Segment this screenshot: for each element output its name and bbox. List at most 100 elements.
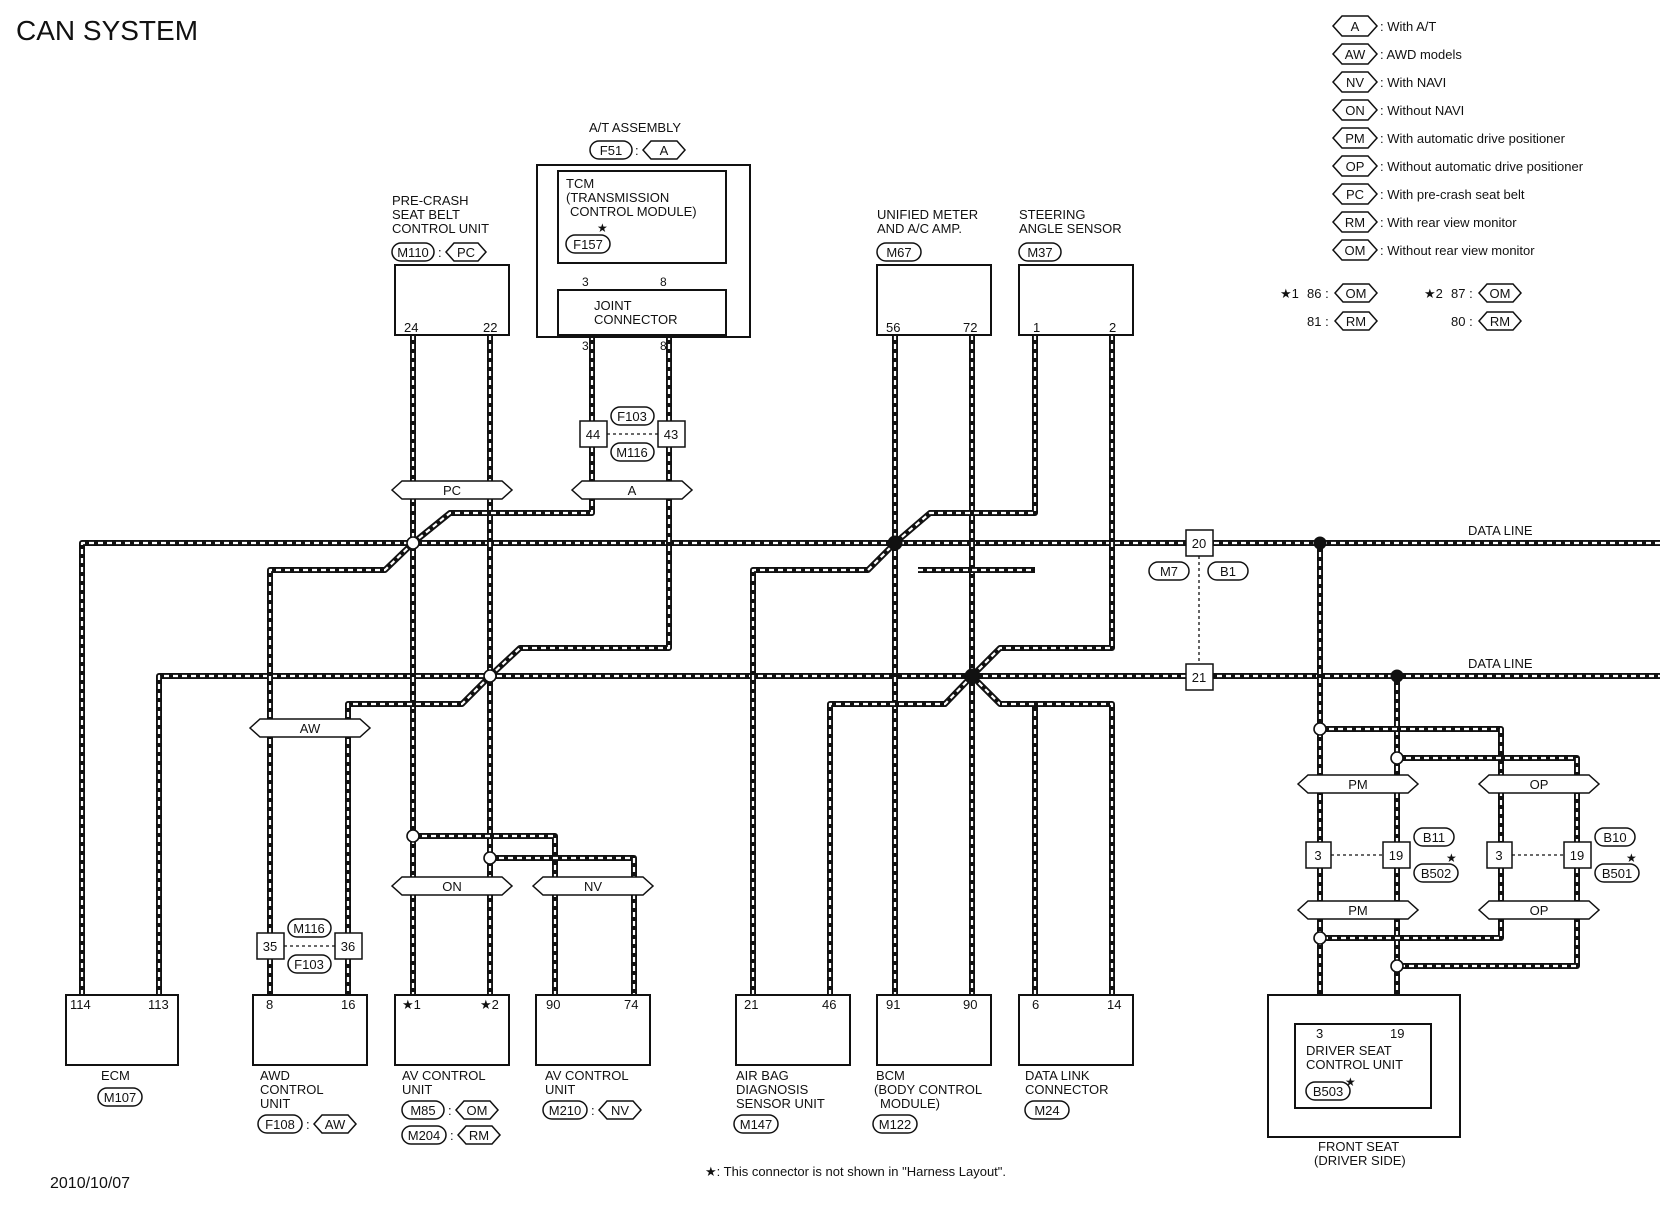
legend-text: : With pre-crash seat belt — [1380, 187, 1525, 202]
revision-date: 2010/10/07 — [50, 1175, 130, 1192]
dlc-label-1: DATA LINK — [1025, 1068, 1090, 1083]
steering-connector: M37 — [1027, 245, 1052, 260]
precrash-pin-24: 24 — [404, 320, 418, 335]
splice-node-open — [1390, 751, 1404, 765]
joint-pin-8: 8 — [660, 339, 667, 353]
m7-connector: M7 — [1160, 564, 1178, 579]
b11-pin-19: 19 — [1389, 848, 1403, 863]
legend-code-badge — [1331, 99, 1379, 121]
precrash-option: PC — [457, 245, 475, 260]
legend-code-badge — [1331, 127, 1379, 149]
wire-stripe — [1397, 868, 1579, 968]
av1-pin-star1: ★1 — [402, 997, 421, 1012]
b11-connector: B11 — [1423, 830, 1445, 845]
splice-node-open — [483, 669, 497, 683]
legend-code: RM — [1345, 215, 1365, 230]
option-bar-pc: PC — [390, 480, 514, 500]
legend-item: A: With A/T — [1331, 15, 1436, 37]
legend-text: : With automatic drive positioner — [1380, 131, 1566, 146]
wire-stripe — [971, 335, 1114, 677]
airbag-pin-21: 21 — [744, 997, 758, 1012]
wire-stripe — [828, 675, 973, 995]
legend-code: PC — [1346, 187, 1364, 202]
footnote: ★: This connector is not shown in "Harne… — [705, 1164, 1006, 1179]
splice-node-open — [483, 851, 497, 865]
splice-node-filled — [964, 668, 980, 684]
driver-seat-pin-3: 3 — [1316, 1026, 1323, 1041]
option-bar-nv-text: NV — [584, 879, 602, 894]
joint-pin-3: 3 — [582, 339, 589, 353]
data-link-connector: 6 14 DATA LINK CONNECTOR M24 — [1018, 994, 1134, 1120]
precrash-label-2: SEAT BELT — [392, 207, 460, 222]
tcm-label-1: TCM — [566, 176, 594, 191]
option-bar-on-text: ON — [442, 879, 462, 894]
at-assembly-connector: F51 — [600, 143, 622, 158]
bcm-label-1: BCM — [876, 1068, 905, 1083]
tcm-pin-3: 3 — [582, 275, 589, 289]
av1-connector-b: M204 — [408, 1128, 441, 1143]
at-assembly-label: A/T ASSEMBLY — [589, 120, 681, 135]
legend-code-badge — [1331, 155, 1379, 177]
page-title: CAN SYSTEM — [16, 15, 198, 46]
legend-text: : With A/T — [1380, 19, 1436, 34]
wire-stripe — [489, 447, 671, 677]
driver-seat-connector: B503 — [1313, 1084, 1343, 1099]
airbag-connector: M147 — [740, 1117, 773, 1132]
inline-connector-b11-b502: 3 19 B11 ★ B502 — [1305, 827, 1459, 883]
star-note-1-pin-b: 81 : — [1307, 314, 1329, 329]
option-bar-op-bottom-text: OP — [1530, 903, 1549, 918]
airbag-label-1: AIR BAG — [736, 1068, 789, 1083]
av1-pin-star2: ★2 — [480, 997, 499, 1012]
legend-text: : With NAVI — [1380, 75, 1446, 90]
star-note-1-code-b: RM — [1346, 314, 1366, 329]
legend-code-badge — [1331, 43, 1379, 65]
option-bar-op-top-text: OP — [1530, 777, 1549, 792]
av1-colon-a: : — [448, 1103, 452, 1118]
av1-label-1: AV CONTROL — [402, 1068, 486, 1083]
steering-label-1: STEERING — [1019, 207, 1085, 222]
legend-text: : With rear view monitor — [1380, 215, 1517, 230]
wire-stripe — [894, 335, 1037, 544]
legend-code-badge — [1331, 183, 1379, 205]
tcm-pin-8: 8 — [660, 275, 667, 289]
option-bar-pm-top: PM — [1296, 774, 1420, 794]
precrash-connector-tag: M110 : PC — [391, 242, 488, 262]
airbag-label-3: SENSOR UNIT — [736, 1096, 825, 1111]
inline-connector-f103-m116: 44 43 F103 M116 — [579, 406, 686, 462]
front-seat-label-2: (DRIVER SIDE) — [1314, 1153, 1406, 1168]
star-note-1-pin-a: 86 : — [1307, 286, 1329, 301]
precrash-seatbelt-control-unit: PRE-CRASH SEAT BELT CONTROL UNIT M110 : … — [391, 193, 510, 336]
ecm-label: ECM — [101, 1068, 130, 1083]
awd-option: AW — [325, 1117, 346, 1132]
star-note-2-code-a: OM — [1490, 286, 1511, 301]
bcm-pin-90: 90 — [963, 997, 977, 1012]
at-assembly: A/T ASSEMBLY F51 : A TCM (TRANSMISSION C… — [536, 120, 751, 353]
bcm-label-2: (BODY CONTROL — [874, 1082, 982, 1097]
b1-connector: B1 — [1220, 564, 1236, 579]
legend-item: OM: Without rear view monitor — [1331, 239, 1535, 261]
driver-seat-label-2: CONTROL UNIT — [1306, 1057, 1403, 1072]
awd-control-unit: 8 16 AWD CONTROL UNIT F108 : AW — [252, 994, 368, 1134]
front-seat-label-1: FRONT SEAT — [1318, 1139, 1399, 1154]
av2-label-2: UNIT — [545, 1082, 575, 1097]
steering-pin-2: 2 — [1109, 320, 1116, 335]
option-bar-pm-top-text: PM — [1348, 777, 1368, 792]
airbag-label-2: DIAGNOSIS — [736, 1082, 809, 1097]
option-bar-on: ON — [390, 876, 514, 896]
wire-outline — [827, 673, 975, 995]
bcm: 91 90 BCM (BODY CONTROL MODULE) M122 — [872, 994, 992, 1134]
wire-outline — [750, 540, 898, 995]
data-line-label-low: DATA LINE — [1468, 656, 1533, 671]
splice-nodes — [406, 535, 1404, 973]
option-bar-a: A — [570, 480, 694, 500]
precrash-colon: : — [438, 245, 442, 260]
wire-stripe — [1000, 702, 1114, 995]
f103-connector-top: F103 — [617, 409, 647, 424]
av2-pin-74: 74 — [624, 997, 638, 1012]
option-bar-pm-bottom-text: PM — [1348, 903, 1368, 918]
option-bar-pc-text: PC — [443, 483, 461, 498]
meter-label-1: UNIFIED METER — [877, 207, 978, 222]
legend-code-badge — [1331, 71, 1379, 93]
